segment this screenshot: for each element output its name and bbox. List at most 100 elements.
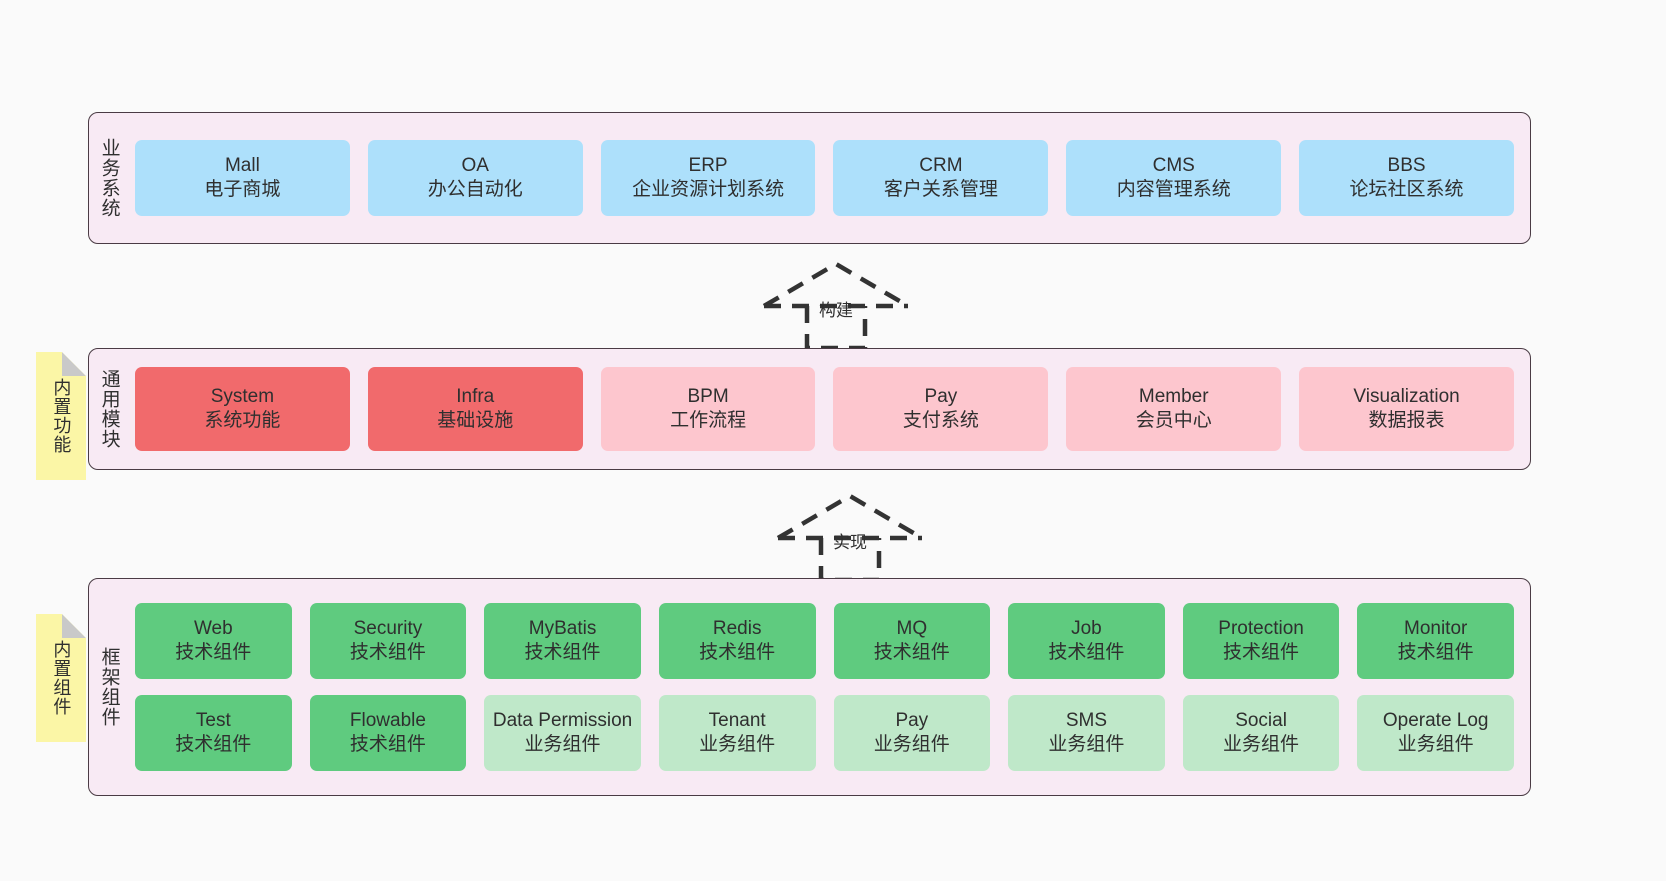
- node-cms[interactable]: CMS 内容管理系统: [1066, 140, 1282, 216]
- node-oa[interactable]: OA 办公自动化: [367, 140, 583, 216]
- node-title: Pay: [924, 386, 958, 408]
- node-protection[interactable]: Protection 技术组件: [1182, 603, 1340, 679]
- node-title: MyBatis: [528, 618, 597, 640]
- node-title: SMS: [1065, 710, 1108, 732]
- row-tech-components: Web 技术组件 Security 技术组件 MyBatis 技术组件 Redi…: [135, 603, 1514, 679]
- node-subtitle: 业务组件: [524, 734, 601, 755]
- node-title: Member: [1138, 386, 1209, 408]
- sticky-fold-corner: [62, 614, 86, 638]
- node-pay[interactable]: Pay 支付系统: [833, 367, 1049, 451]
- node-monitor[interactable]: Monitor 技术组件: [1357, 603, 1514, 679]
- node-subtitle: 业务组件: [873, 734, 950, 755]
- node-subtitle: 基础设施: [437, 410, 514, 431]
- node-title: Social: [1235, 710, 1287, 732]
- sticky-note-label: 内置组件: [51, 640, 72, 716]
- row-general-module: System 系统功能 Infra 基础设施 BPM 工作流程 Pay 支付系统…: [135, 367, 1514, 451]
- arrow-implement-label: 实现: [833, 533, 867, 552]
- node-subtitle: 支付系统: [902, 410, 979, 431]
- node-subtitle: 电子商城: [204, 179, 281, 200]
- node-mq[interactable]: MQ 技术组件: [833, 603, 991, 679]
- arrow-build-label: 构建: [819, 301, 853, 320]
- node-bbs[interactable]: BBS 论坛社区系统: [1299, 140, 1514, 216]
- node-title: Pay: [895, 710, 929, 732]
- node-job[interactable]: Job 技术组件: [1008, 603, 1165, 679]
- node-subtitle: 技术组件: [1048, 642, 1125, 663]
- node-title: Job: [1071, 618, 1102, 640]
- layer-general-module: 通用模块 System 系统功能 Infra 基础设施 BPM 工作流程 Pay…: [88, 348, 1531, 470]
- node-title: Monitor: [1404, 618, 1468, 640]
- node-subtitle: 技术组件: [349, 734, 426, 755]
- node-subtitle: 技术组件: [175, 734, 252, 755]
- node-flowable[interactable]: Flowable 技术组件: [309, 695, 467, 771]
- node-subtitle: 业务组件: [1048, 734, 1125, 755]
- node-title: Web: [193, 618, 233, 640]
- node-mybatis[interactable]: MyBatis 技术组件: [484, 603, 641, 679]
- node-subtitle: 业务组件: [699, 734, 776, 755]
- layer-body-business-system: Mall 电子商城 OA 办公自动化 ERP 企业资源计划系统 CRM 客户关系…: [129, 113, 1530, 243]
- node-operate-log[interactable]: Operate Log 业务组件: [1357, 695, 1514, 771]
- layer-business-system: 业务系统 Mall 电子商城 OA 办公自动化 ERP 企业资源计划系统 CRM…: [88, 112, 1531, 244]
- node-subtitle: 会员中心: [1135, 410, 1212, 431]
- node-data-permission[interactable]: Data Permission 业务组件: [484, 695, 641, 771]
- node-tenant[interactable]: Tenant 业务组件: [658, 695, 816, 771]
- node-title: BPM: [687, 386, 729, 408]
- node-subtitle: 企业资源计划系统: [632, 179, 785, 200]
- node-title: Security: [353, 618, 423, 640]
- node-title: Visualization: [1353, 386, 1460, 408]
- node-web[interactable]: Web 技术组件: [135, 603, 292, 679]
- node-security[interactable]: Security 技术组件: [309, 603, 467, 679]
- node-title: Protection: [1218, 618, 1304, 640]
- node-title: Tenant: [708, 710, 766, 732]
- node-subtitle: 技术组件: [349, 642, 426, 663]
- node-test[interactable]: Test 技术组件: [135, 695, 292, 771]
- node-subtitle: 技术组件: [1223, 642, 1300, 663]
- node-title: Operate Log: [1382, 710, 1489, 732]
- node-bpm[interactable]: BPM 工作流程: [600, 367, 816, 451]
- node-subtitle: 办公自动化: [427, 179, 523, 200]
- node-subtitle: 工作流程: [670, 410, 747, 431]
- node-title: CMS: [1152, 155, 1195, 177]
- layer-body-general-module: System 系统功能 Infra 基础设施 BPM 工作流程 Pay 支付系统…: [129, 349, 1530, 469]
- row-business-system: Mall 电子商城 OA 办公自动化 ERP 企业资源计划系统 CRM 客户关系…: [135, 140, 1514, 216]
- node-visualization[interactable]: Visualization 数据报表: [1299, 367, 1514, 451]
- layer-body-framework-component: Web 技术组件 Security 技术组件 MyBatis 技术组件 Redi…: [129, 579, 1530, 795]
- node-subtitle: 业务组件: [1223, 734, 1300, 755]
- node-title: ERP: [688, 155, 728, 177]
- layer-title-general-module: 通用模块: [98, 369, 120, 449]
- node-title: Infra: [456, 386, 495, 408]
- node-subtitle: 业务组件: [1397, 734, 1474, 755]
- layer-title-framework-component: 框架组件: [98, 647, 120, 727]
- node-mall[interactable]: Mall 电子商城: [135, 140, 350, 216]
- node-subtitle: 论坛社区系统: [1349, 179, 1464, 200]
- node-title: MQ: [896, 618, 928, 640]
- node-subtitle: 技术组件: [873, 642, 950, 663]
- node-redis[interactable]: Redis 技术组件: [658, 603, 816, 679]
- layer-framework-component: 框架组件 Web 技术组件 Security 技术组件 MyBatis 技术组件…: [88, 578, 1531, 796]
- node-title: BBS: [1387, 155, 1426, 177]
- node-member[interactable]: Member 会员中心: [1066, 367, 1282, 451]
- node-erp[interactable]: ERP 企业资源计划系统: [600, 140, 816, 216]
- node-title: Redis: [712, 618, 762, 640]
- node-subtitle: 技术组件: [524, 642, 601, 663]
- layer-title-business-system: 业务系统: [98, 138, 120, 218]
- node-crm[interactable]: CRM 客户关系管理: [833, 140, 1049, 216]
- sticky-note-builtin-component: 内置组件: [36, 614, 86, 742]
- node-infra[interactable]: Infra 基础设施: [367, 367, 583, 451]
- node-title: System: [210, 386, 275, 408]
- node-pay-component[interactable]: Pay 业务组件: [833, 695, 991, 771]
- arrow-build: 构建: [761, 258, 911, 354]
- node-system[interactable]: System 系统功能: [135, 367, 350, 451]
- arrow-implement: 实现: [775, 490, 925, 586]
- node-social[interactable]: Social 业务组件: [1182, 695, 1340, 771]
- node-subtitle: 数据报表: [1368, 410, 1445, 431]
- node-sms[interactable]: SMS 业务组件: [1008, 695, 1165, 771]
- node-title: Test: [195, 710, 231, 732]
- node-subtitle: 客户关系管理: [883, 179, 998, 200]
- node-title: Data Permission: [492, 710, 633, 732]
- node-subtitle: 技术组件: [175, 642, 252, 663]
- node-title: OA: [461, 155, 489, 177]
- node-subtitle: 技术组件: [699, 642, 776, 663]
- sticky-note-label: 内置功能: [51, 378, 72, 454]
- sticky-note-builtin-function: 内置功能: [36, 352, 86, 480]
